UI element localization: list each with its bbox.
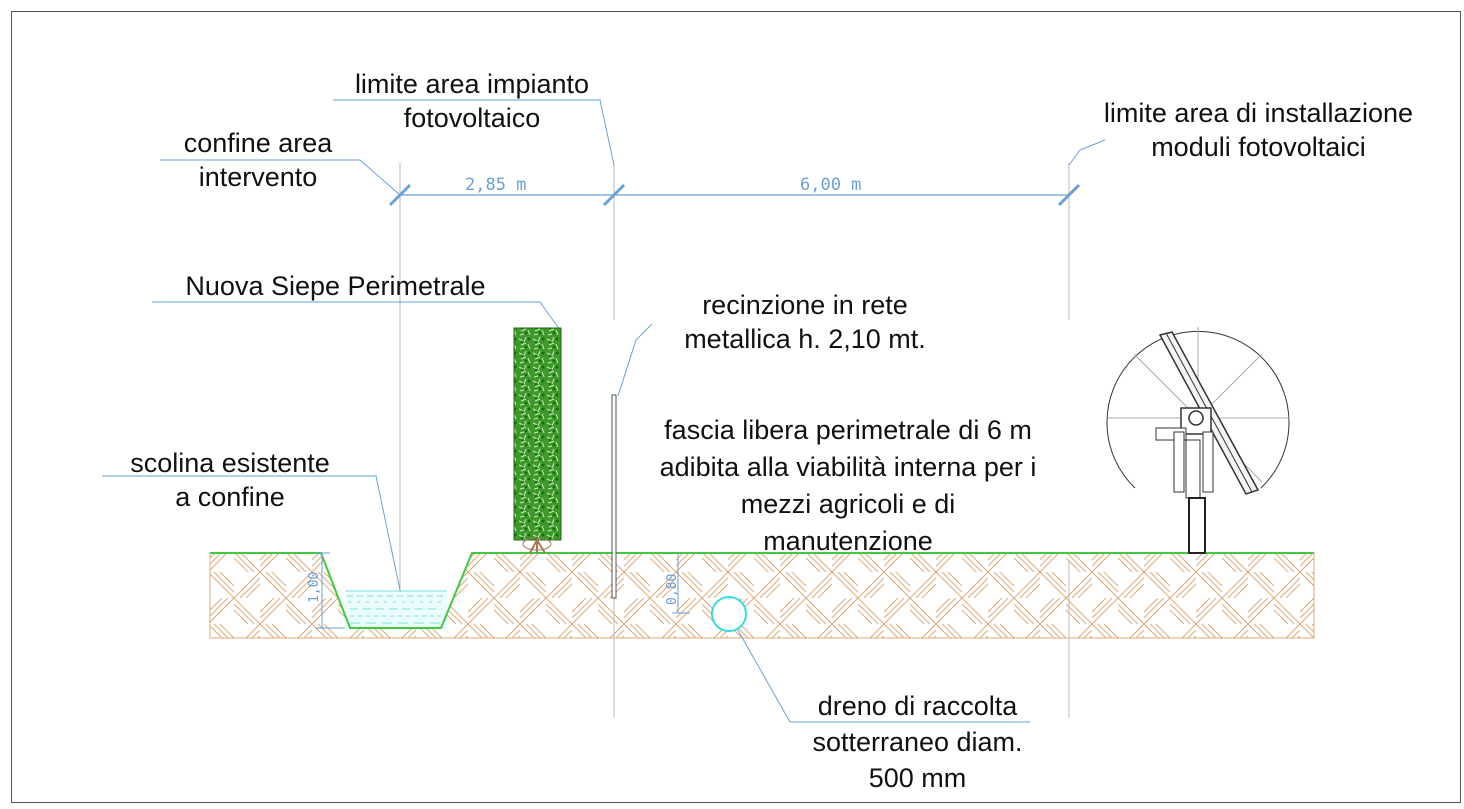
ditch-water bbox=[345, 590, 447, 628]
label-limite-impianto: limite area impianto fotovoltaico bbox=[354, 69, 590, 133]
dimension-0-80: 0,80 bbox=[665, 573, 680, 605]
label-fascia-libera: fascia libera perimetrale di 6 m adibita… bbox=[659, 415, 1037, 556]
leader-lines bbox=[102, 99, 1106, 723]
dimension-6-00: 6,00 m bbox=[800, 175, 862, 195]
drawing-frame bbox=[11, 11, 1461, 803]
vertical-dims bbox=[316, 552, 690, 629]
label-confine-area: confine area intervento bbox=[183, 128, 333, 192]
label-recinzione: recinzione in rete metallica h. 2,10 mt. bbox=[684, 290, 926, 354]
drain-pipe bbox=[711, 596, 747, 632]
dimension-1-00: 1,00 bbox=[307, 571, 322, 603]
label-dreno: dreno di raccolta sotterraneo diam. 500 … bbox=[812, 691, 1023, 793]
label-scolina: scolina esistente a confine bbox=[130, 448, 330, 512]
label-nuova-siepe: Nuova Siepe Perimetrale bbox=[185, 271, 486, 301]
solar-tracker bbox=[1106, 327, 1290, 554]
label-limite-installazione: limite area di installazione moduli foto… bbox=[1103, 98, 1414, 162]
fence-post bbox=[611, 394, 617, 599]
hedge bbox=[513, 327, 562, 554]
dimension-2-85: 2,85 m bbox=[465, 175, 527, 195]
